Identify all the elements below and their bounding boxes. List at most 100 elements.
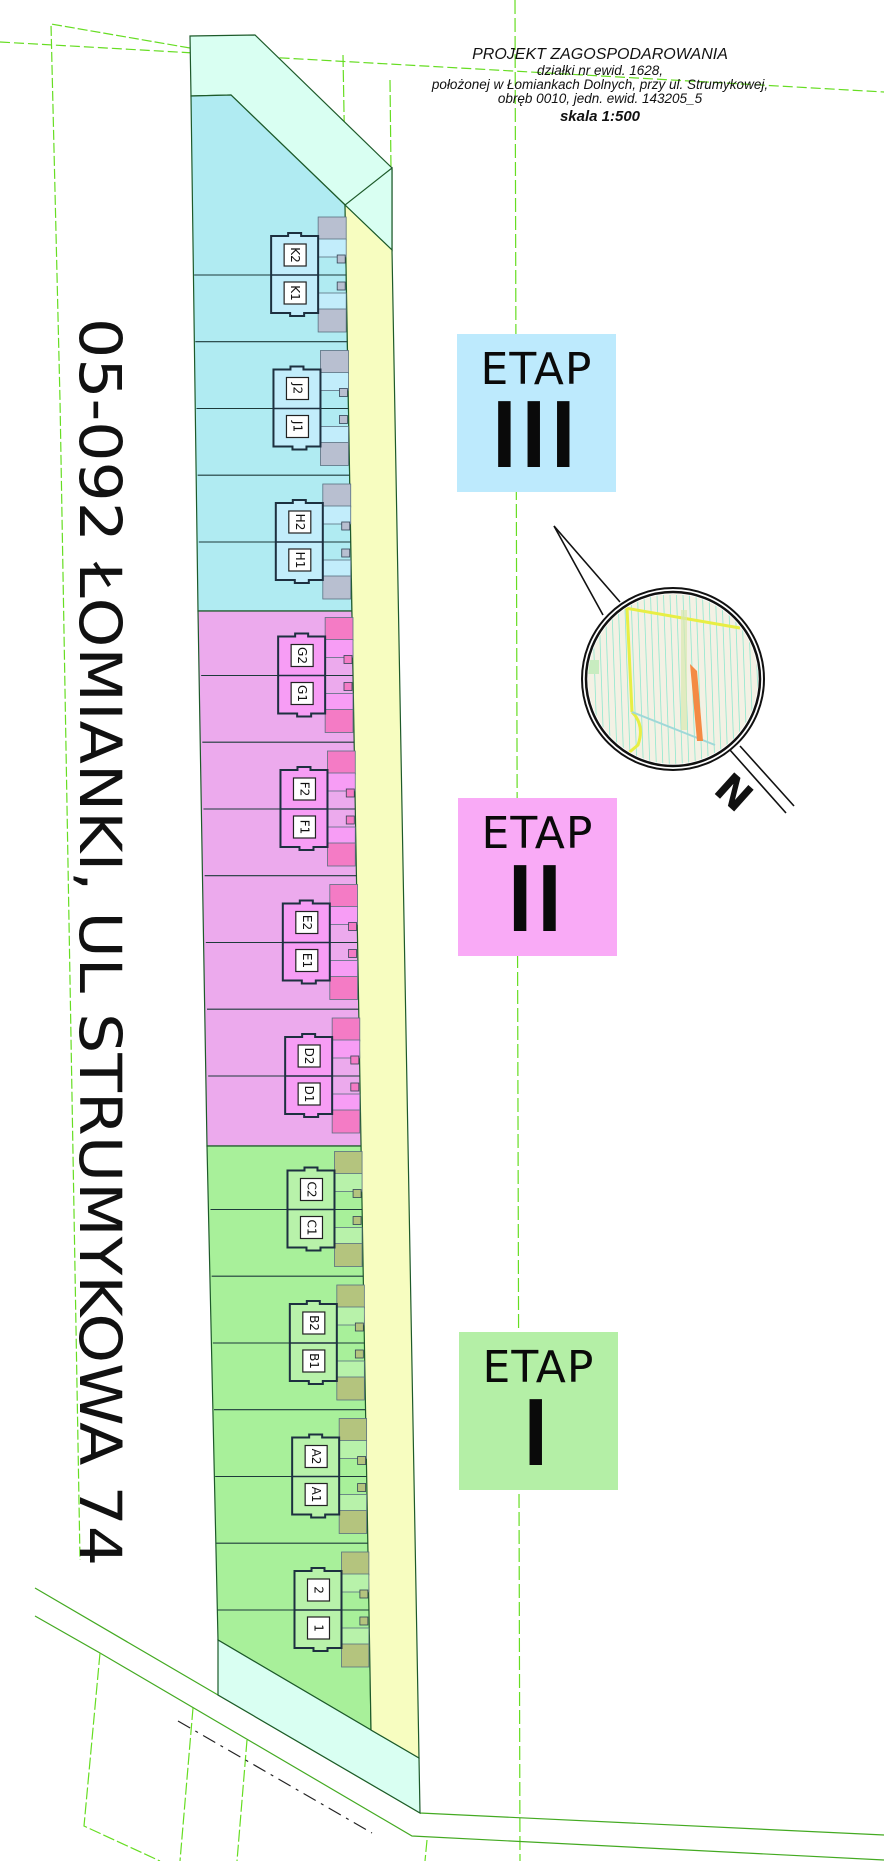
north-line [739, 745, 795, 807]
unit-label-box [292, 777, 317, 801]
bin-shelter [352, 1216, 362, 1225]
garage [320, 350, 349, 374]
unit-label: F2 [297, 782, 311, 797]
road-edge [34, 1587, 884, 1836]
unit-label: E2 [300, 915, 314, 930]
garage [317, 308, 347, 333]
unit-label: A2 [309, 1449, 323, 1465]
bin-shelter [336, 254, 346, 264]
bin-shelter [339, 415, 348, 424]
unit-label-box [288, 510, 312, 534]
bin-shelter [348, 922, 357, 931]
stage-3-badge: ETAP III [457, 334, 616, 492]
stage-1-badge: ETAP I [459, 1332, 618, 1490]
plot-boundary-top [0, 41, 884, 93]
terrace [327, 826, 356, 846]
stage-2-label: ETAP [481, 808, 594, 859]
bin-shelter [341, 521, 351, 531]
locator-circle [584, 590, 762, 768]
unit-label-box [283, 243, 307, 267]
plot-line [236, 1739, 248, 1861]
terrace [317, 292, 347, 312]
unit-label: G2 [295, 647, 309, 664]
unit-label-box [295, 910, 319, 935]
unit-label: B2 [307, 1315, 321, 1331]
terrace [334, 1227, 363, 1246]
lot-dividers [194, 274, 369, 1611]
unit-label-box [295, 948, 319, 973]
terrace [329, 906, 358, 925]
garage [334, 1243, 363, 1267]
terrace [324, 639, 354, 658]
title-line-2: położonej w Łomiankach Dolnych, przy ul.… [431, 77, 769, 92]
bin-shelter [359, 1589, 369, 1599]
title-line-1: działki nr ewid. 1628, [536, 63, 664, 78]
unit-label-box [304, 1482, 328, 1507]
bin-shelter [343, 655, 353, 664]
garage [336, 1376, 365, 1401]
unit-label: 2 [311, 1586, 325, 1594]
bin-shelter [357, 1456, 367, 1465]
bin-shelter [348, 949, 357, 958]
unit-label: G1 [295, 685, 309, 702]
bin-shelter [345, 815, 355, 825]
plot-line [179, 1707, 194, 1861]
plot-line [83, 1652, 161, 1861]
plot-marker [690, 664, 703, 741]
garage [317, 216, 347, 241]
unit-label-box [302, 1349, 326, 1373]
unit-label-box [285, 414, 310, 439]
unit-label: B1 [307, 1353, 321, 1369]
unit-label-box [285, 376, 310, 401]
bin-shelter [343, 682, 353, 691]
bin-shelter [341, 548, 351, 558]
terrace [322, 505, 352, 525]
terrace [341, 1573, 370, 1593]
unit-label: K1 [288, 285, 302, 301]
unit-label-box [306, 1578, 331, 1602]
stage-2-badge: ETAP II [458, 798, 617, 956]
garage [338, 1418, 368, 1442]
north-arrow-locator: N [553, 525, 795, 819]
terrace [331, 1093, 361, 1113]
terrace [324, 693, 354, 712]
bin-shelter [350, 1055, 360, 1065]
terrace [327, 772, 356, 792]
garage [322, 575, 352, 600]
unit-label-box [302, 1311, 326, 1335]
terrace [334, 1173, 363, 1192]
unit-label-box [292, 815, 317, 839]
terrace [336, 1306, 365, 1326]
garage [327, 750, 356, 775]
unit-label-box [299, 1177, 324, 1202]
garage [329, 976, 358, 1000]
garage [320, 442, 349, 466]
unit-label: D1 [302, 1086, 316, 1103]
utility-line [177, 1720, 373, 1834]
plot-line-vertical [389, 79, 392, 171]
bin-shelter [354, 1322, 364, 1332]
unit-label: H2 [293, 514, 307, 531]
unit-label: J2 [290, 382, 304, 394]
access-road [344, 203, 420, 1760]
unit-label: J1 [290, 420, 304, 432]
stage-1-label: ETAP [482, 1342, 595, 1393]
garage [341, 1643, 370, 1668]
unit-label-box [290, 643, 314, 668]
unit-label-box [283, 281, 307, 305]
bin-shelter [357, 1483, 367, 1492]
address-label: 05-092 ŁOMIANKI, UL STRUMYKOWA 74 [66, 318, 134, 1566]
terrace [338, 1494, 368, 1513]
title-block: PROJEKT ZAGOSPODAROWANIA działki nr ewid… [400, 46, 800, 128]
unit-label: 1 [311, 1624, 325, 1632]
